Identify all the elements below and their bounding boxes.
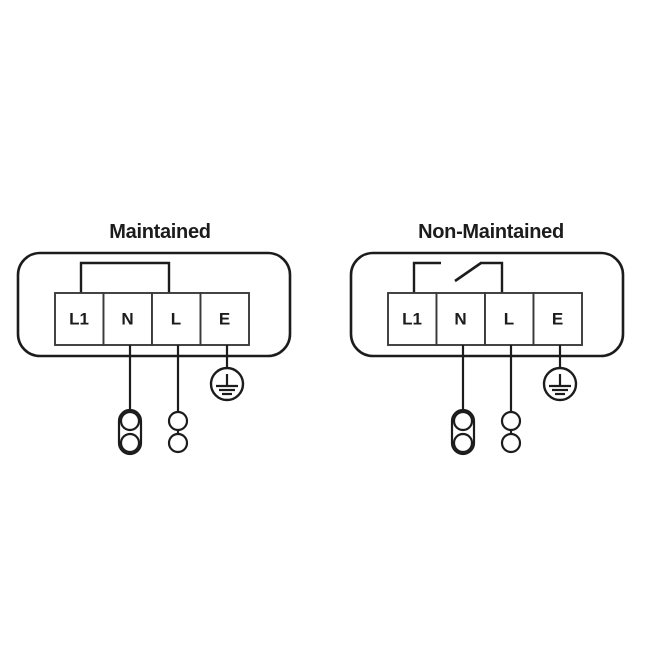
conductor-end-circle-n-lower <box>452 432 474 454</box>
conductor-end-circle-n-lower <box>119 432 141 454</box>
conductor-end-capsule-n <box>450 408 476 456</box>
jumper-link-l1-to-l <box>79 261 171 293</box>
drop-wire-n <box>450 345 476 456</box>
diagram-title-maintained: Maintained <box>109 221 210 243</box>
terminal-block: L1 N L E <box>387 292 583 346</box>
terminal-label-l: L <box>504 309 514 328</box>
terminal-label-l1: L1 <box>402 309 422 328</box>
conductor-end-capsule-n <box>117 408 143 456</box>
terminal-l1[interactable] <box>387 292 438 346</box>
earth-ground-icon <box>542 366 578 402</box>
switch-blade-icon[interactable] <box>454 261 482 283</box>
terminal-label-e: E <box>219 309 230 328</box>
conductor-end-circle-l-lower <box>167 432 189 454</box>
terminal-block: L1 N L E <box>54 292 250 346</box>
terminal-l[interactable] <box>484 292 535 346</box>
terminal-e[interactable] <box>532 292 583 346</box>
terminal-l1[interactable] <box>54 292 105 346</box>
earth-ground-icon <box>209 366 245 402</box>
drop-wire-e <box>209 345 245 402</box>
conductor-end-circle-n-upper <box>119 410 141 432</box>
terminal-label-n: N <box>121 309 133 328</box>
conductor-end-circle-l-lower <box>500 432 522 454</box>
terminal-n[interactable] <box>435 292 486 346</box>
conductor-end-circle-l-upper <box>167 410 189 432</box>
drop-wire-l <box>167 345 189 454</box>
conductor-end-circle-n-upper <box>452 410 474 432</box>
terminal-e[interactable] <box>199 292 250 346</box>
drop-wire-n <box>117 345 143 456</box>
terminal-label-l1: L1 <box>69 309 89 328</box>
terminal-label-e: E <box>552 309 563 328</box>
terminal-label-l: L <box>171 309 181 328</box>
drop-wire-l <box>500 345 522 454</box>
conductor-end-circle-l-upper <box>500 410 522 432</box>
drop-wire-e <box>542 345 578 402</box>
diagram-maintained: Maintained L1 N L E <box>16 221 292 456</box>
terminal-l[interactable] <box>151 292 202 346</box>
switch-link-l1-to-l[interactable] <box>412 261 504 293</box>
diagram-non-maintained: Non-Maintained L1 N L E <box>349 221 625 456</box>
diagram-title-non-maintained: Non-Maintained <box>418 221 564 243</box>
terminal-label-n: N <box>454 309 466 328</box>
